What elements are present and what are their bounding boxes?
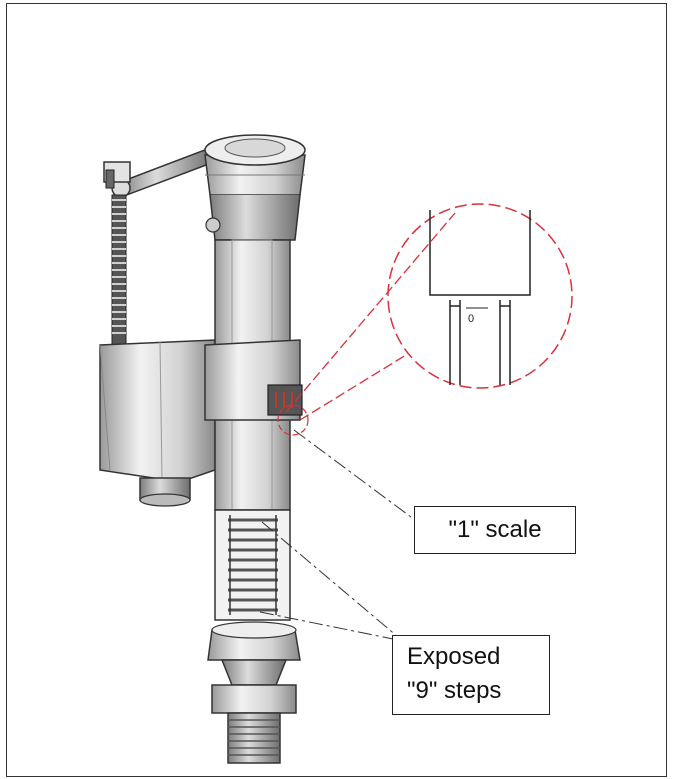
callout-scale: "1" scale <box>414 506 576 554</box>
diagram-frame <box>6 3 667 777</box>
callout-scale-label: "1" scale <box>448 516 542 543</box>
valve-head <box>204 134 306 241</box>
adjustment-cage <box>214 509 291 621</box>
clamp-band <box>204 339 303 421</box>
leader-lines <box>259 429 416 641</box>
callout-steps-line1: Exposed <box>407 643 501 670</box>
valve-base <box>207 621 301 764</box>
float-cup <box>99 339 216 507</box>
callout-steps: Exposed "9" steps <box>392 635 550 715</box>
zoom-detail <box>277 203 573 436</box>
threaded-rod <box>103 161 131 346</box>
zoom-scale-mark: 0 <box>468 313 475 325</box>
callout-steps-line2: "9" steps <box>407 677 502 704</box>
